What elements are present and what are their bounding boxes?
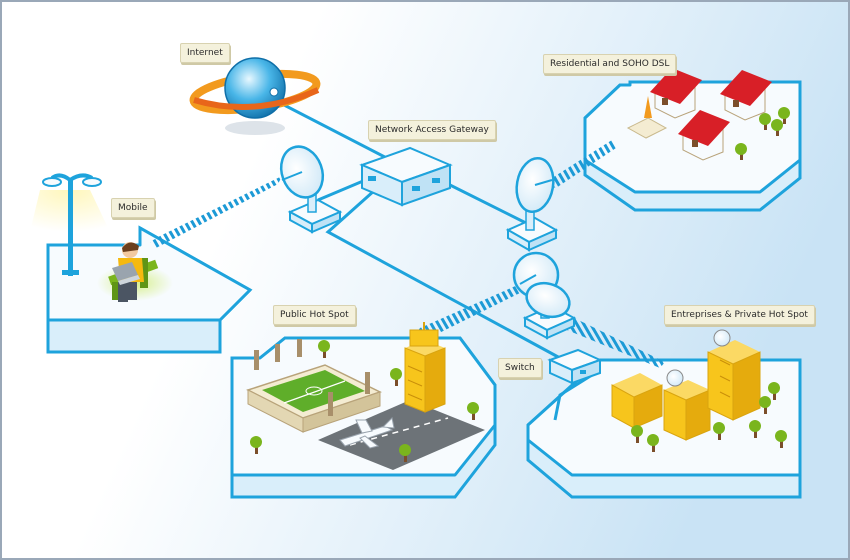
router-cone-icon <box>626 96 668 139</box>
office-building-icon-1 <box>611 373 663 429</box>
gateway-box-icon <box>359 146 453 207</box>
house-icon-2 <box>720 70 772 121</box>
house-icon-3 <box>678 110 730 161</box>
stadium-icon <box>246 339 382 433</box>
tower-icon <box>404 322 446 413</box>
label-gateway: Network Access Gateway <box>368 120 496 140</box>
beam-mobile <box>150 176 282 248</box>
beam-residential <box>545 140 616 188</box>
switch-box-icon <box>547 348 603 385</box>
public-hotspot-platform <box>230 336 497 499</box>
label-mobile: Mobile <box>111 198 155 218</box>
label-residential: Residential and SOHO DSL <box>543 54 677 74</box>
office-building-icon-3 <box>707 329 761 421</box>
house-icon-1 <box>650 68 702 119</box>
cable-gateway-switch <box>325 188 561 360</box>
wireless-beams <box>150 140 665 368</box>
office-building-icon-2 <box>663 369 711 441</box>
satellite-dish-icon-mobile <box>279 145 343 234</box>
cable-gateway-residential-dish <box>439 178 531 227</box>
label-public-hotspot: Public Hot Spot <box>273 305 356 325</box>
beam-enterprise <box>560 314 665 368</box>
satellite-dish-icon-residential <box>505 156 559 252</box>
street-lamp-icon <box>30 173 110 276</box>
globe-icon <box>189 57 321 135</box>
person-with-laptop-icon <box>108 242 159 302</box>
tree-icon-residential <box>735 107 790 160</box>
beam-public-hotspot <box>415 284 522 340</box>
satellite-dish-icon-public-hotspot <box>512 251 577 340</box>
tree-icon-enterprise <box>631 382 787 452</box>
tree-icon-public <box>250 340 479 462</box>
label-switch: Switch <box>498 358 542 378</box>
label-enterprises: Entreprises & Private Hot Spot <box>664 305 815 325</box>
airplane-icon <box>339 416 395 449</box>
label-internet: Internet <box>180 43 230 63</box>
